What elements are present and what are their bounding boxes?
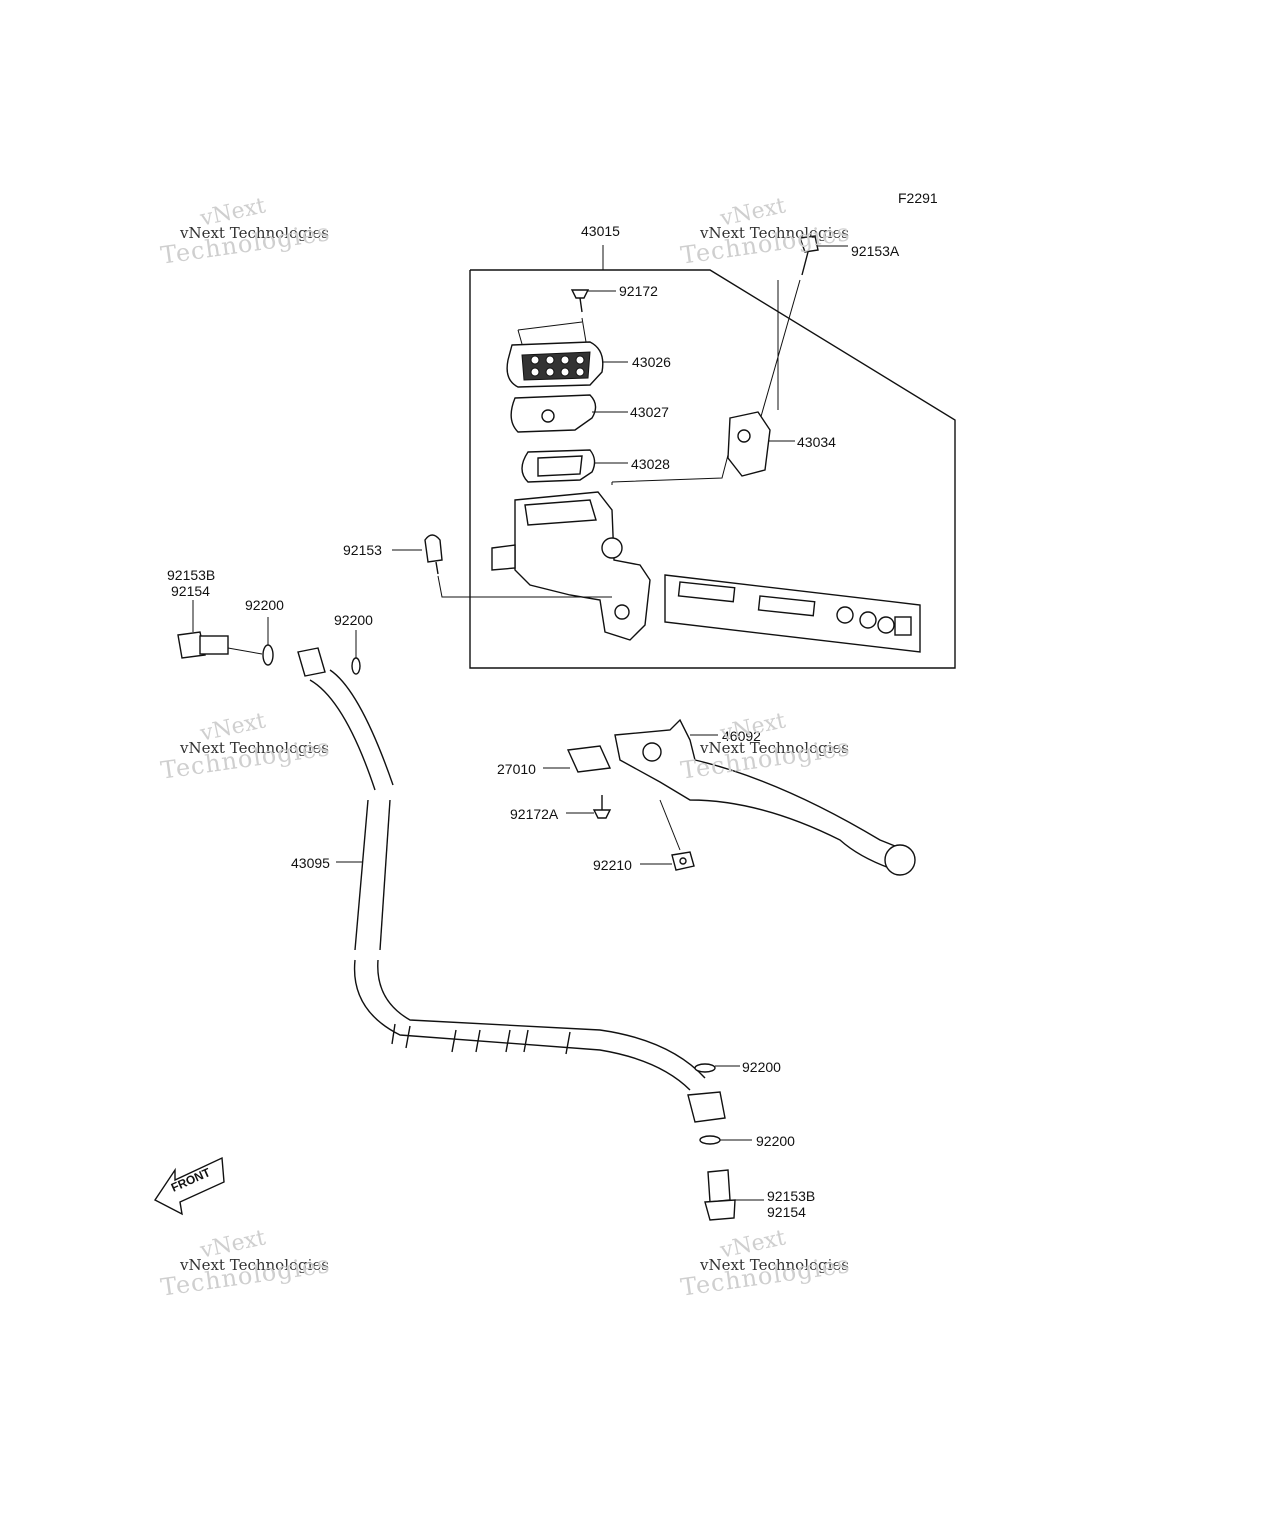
part-92153B-right: 92153B bbox=[767, 1188, 816, 1204]
part-92200-a: 92200 bbox=[245, 597, 284, 613]
part-92200-d: 92200 bbox=[756, 1133, 795, 1149]
cap-screw bbox=[570, 289, 616, 313]
part-43015: 43015 bbox=[581, 223, 620, 239]
part-92210: 92210 bbox=[593, 857, 632, 873]
diaphragm-plate bbox=[510, 394, 628, 433]
part-92172A: 92172A bbox=[510, 806, 559, 822]
clutch-hose bbox=[297, 647, 726, 1123]
reservoir-cap bbox=[506, 317, 628, 388]
part-43028: 43028 bbox=[631, 456, 670, 472]
lever-nut bbox=[640, 851, 695, 871]
banjo-bolt-left bbox=[177, 600, 361, 675]
part-92153B-left: 92153B bbox=[167, 567, 216, 583]
switch-assembly bbox=[727, 235, 848, 477]
bolt-92153 bbox=[392, 534, 612, 598]
part-43027: 43027 bbox=[630, 404, 669, 420]
part-92200-c: 92200 bbox=[742, 1059, 781, 1075]
part-92154-left: 92154 bbox=[171, 583, 210, 599]
front-arrow bbox=[153, 1156, 225, 1216]
master-cylinder-body bbox=[491, 454, 729, 641]
lever-switch bbox=[543, 745, 612, 773]
clutch-lever bbox=[614, 718, 916, 876]
lever-screw bbox=[566, 795, 612, 819]
part-43034: 43034 bbox=[797, 434, 836, 450]
part-92153A: 92153A bbox=[851, 243, 900, 259]
part-92172: 92172 bbox=[619, 283, 658, 299]
part-43095: 43095 bbox=[291, 855, 330, 871]
part-92153: 92153 bbox=[343, 542, 382, 558]
part-46092: 46092 bbox=[722, 728, 761, 744]
part-92154-right: 92154 bbox=[767, 1204, 806, 1220]
diagram-code: F2291 bbox=[898, 190, 938, 206]
part-43026: 43026 bbox=[632, 354, 671, 370]
banjo-bolt-right bbox=[694, 1063, 764, 1221]
assembly-box bbox=[469, 269, 956, 669]
piston-kit bbox=[664, 574, 921, 653]
part-27010: 27010 bbox=[497, 761, 536, 777]
diaphragm bbox=[521, 449, 628, 483]
part-92200-b: 92200 bbox=[334, 612, 373, 628]
